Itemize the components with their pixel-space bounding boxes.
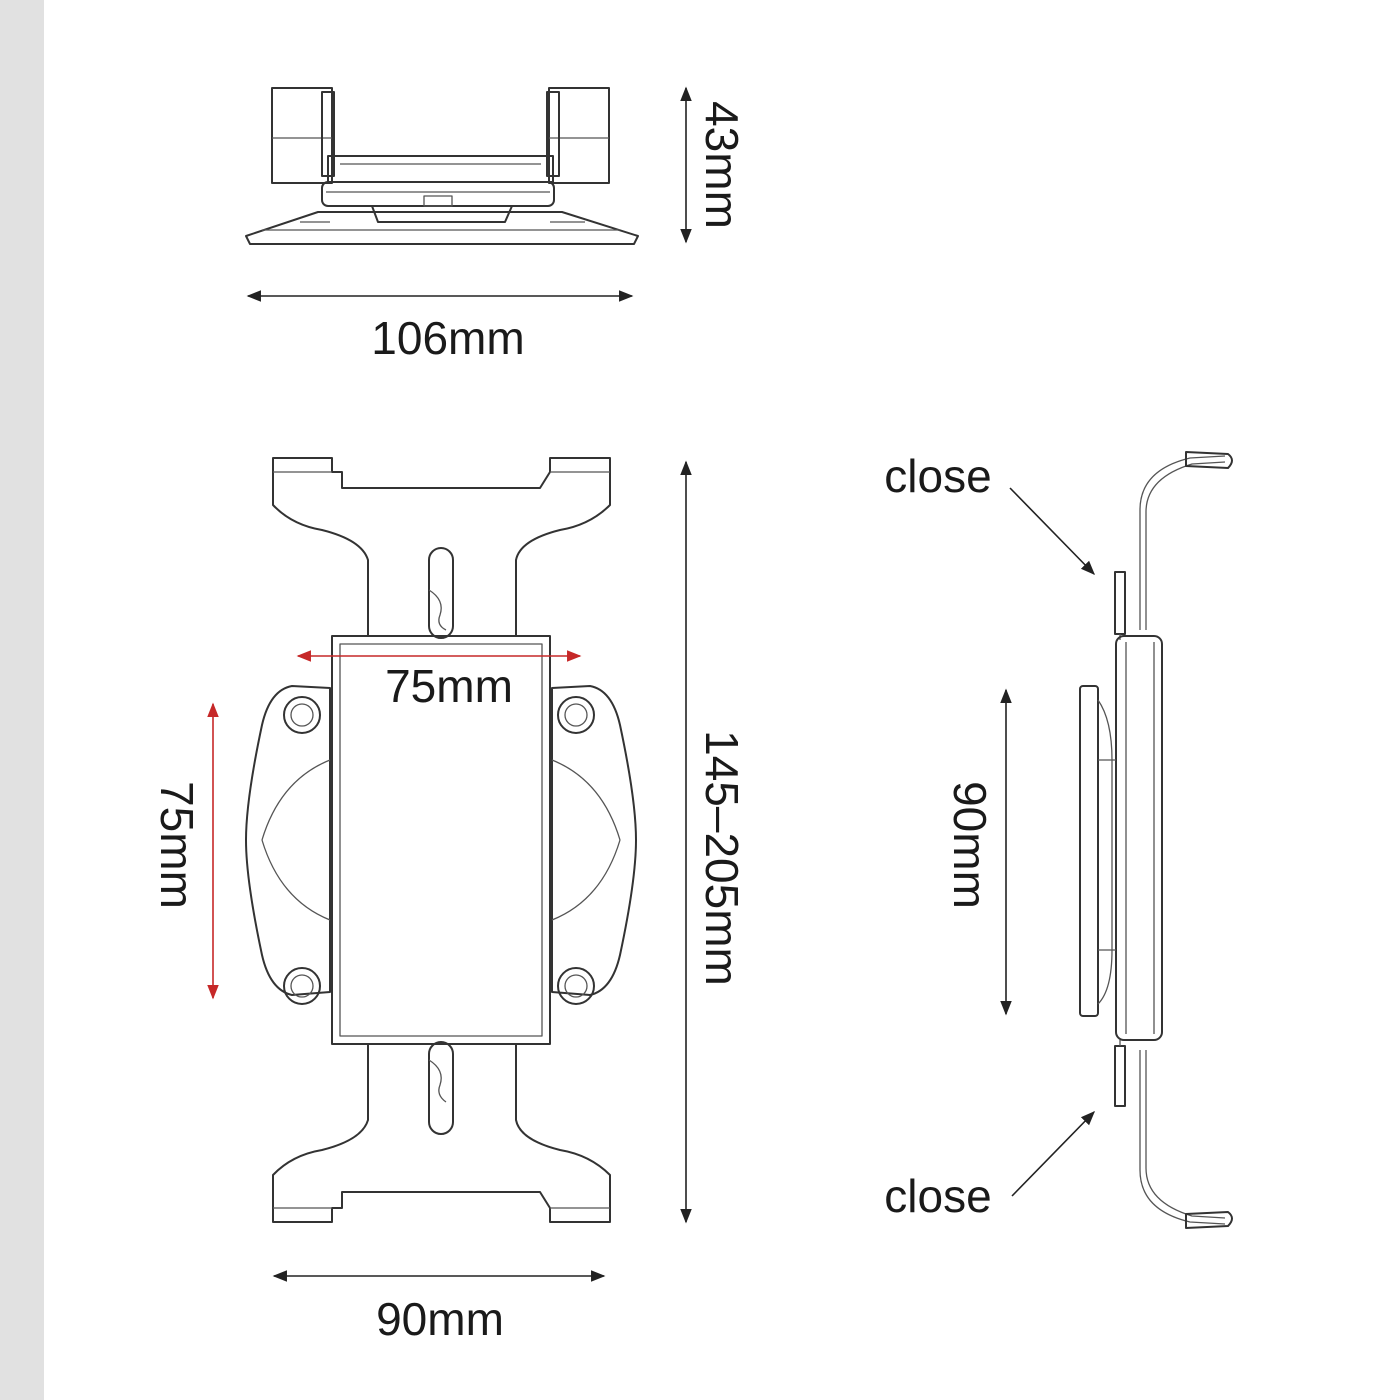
vesa-vertical-label: 75mm <box>151 781 203 909</box>
side-view-drawing <box>1079 451 1233 1229</box>
top-close-callout: close <box>884 450 991 502</box>
top-view-height-label: 43mm <box>696 101 748 229</box>
top-view-width-label: 106mm <box>371 312 524 364</box>
clamp-range-label: 145–205mm <box>696 730 748 986</box>
front-view-drawing <box>245 457 637 1223</box>
bottom-close-callout: close <box>884 1170 991 1222</box>
top-view-drawing <box>245 87 639 245</box>
vesa-horizontal-label: 75mm <box>385 660 513 712</box>
side-view-height-label: 90mm <box>944 781 996 909</box>
front-view-width-label: 90mm <box>376 1293 504 1345</box>
left-margin-strip <box>0 0 44 1400</box>
